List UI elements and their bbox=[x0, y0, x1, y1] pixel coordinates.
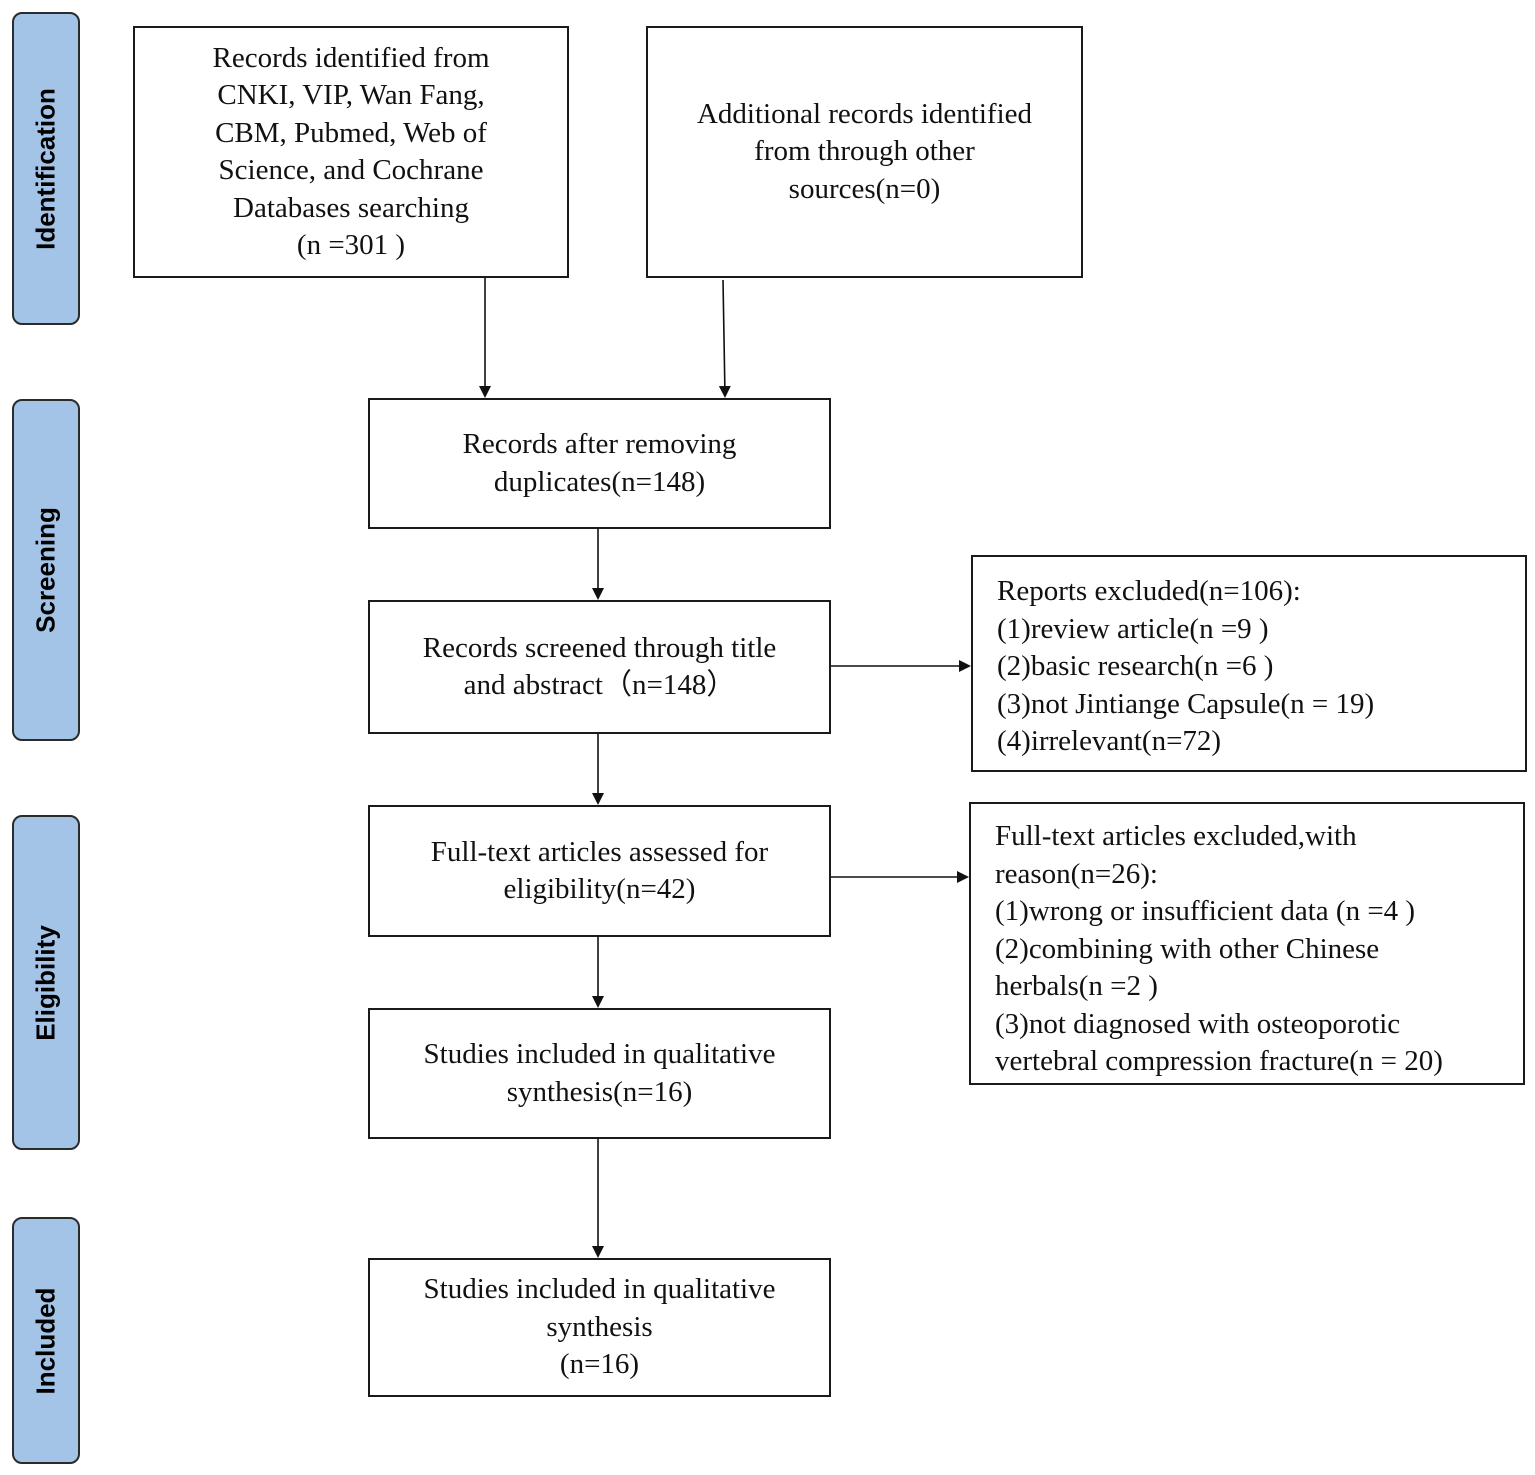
fulltext-assessed-line: eligibility(n=42) bbox=[503, 873, 696, 905]
studies-included-box: Studies included in qualitative synthesi… bbox=[368, 1258, 831, 1397]
studies-included-line: (n=16) bbox=[559, 1348, 640, 1381]
records-identified-line: Databases searching bbox=[233, 191, 469, 224]
reports-excluded-line: Reports excluded(n=106): bbox=[997, 575, 1301, 607]
fulltext-assessed-line: Full-text articles assessed for bbox=[430, 835, 769, 868]
fulltext-excluded-line: (3)not diagnosed with osteoporotic bbox=[995, 1007, 1401, 1040]
records-identified-line: CNKI, VIP, Wan Fang, bbox=[217, 79, 485, 111]
reports-excluded-line: (4)irrelevant(n=72) bbox=[997, 725, 1222, 757]
qualitative-synthesis-line: Studies included in qualitative bbox=[423, 1038, 776, 1070]
after-duplicates-line: duplicates(n=148) bbox=[493, 465, 706, 498]
records-identified-box: Records identified from CNKI, VIP, Wan F… bbox=[133, 26, 569, 278]
arrow-additional-to-dedup bbox=[718, 279, 731, 398]
after-duplicates-line: Records after removing bbox=[462, 428, 737, 460]
records-screened-line: Records screened through title bbox=[422, 631, 777, 664]
studies-included-line: synthesis bbox=[546, 1310, 653, 1343]
studies-included-line: Studies included in qualitative bbox=[423, 1273, 776, 1306]
stage-eligibility: Eligibility bbox=[12, 815, 80, 1150]
reports-excluded-box: Reports excluded(n=106): (1)review artic… bbox=[971, 555, 1527, 772]
records-identified-line: Records identified from bbox=[212, 41, 490, 74]
additional-records-line: from through other bbox=[754, 135, 975, 168]
qualitative-synthesis-box: Studies included in qualitative synthesi… bbox=[368, 1008, 831, 1139]
stage-identification: Identification bbox=[12, 12, 80, 325]
fulltext-excluded-line: (1)wrong or insufficient data (n =4 ) bbox=[995, 895, 1416, 927]
fulltext-excluded-line: reason(n=26): bbox=[995, 857, 1158, 890]
fulltext-assessed-box: Full-text articles assessed for eligibil… bbox=[368, 805, 831, 937]
additional-records-line: sources(n=0) bbox=[788, 172, 941, 205]
reports-excluded-line: (3)not Jintiange Capsule(n = 19) bbox=[997, 687, 1375, 720]
after-duplicates-box: Records after removing duplicates(n=148) bbox=[368, 398, 831, 529]
records-identified-line: Science, and Cochrane bbox=[218, 154, 484, 186]
reports-excluded-line: (2)basic research(n =6 ) bbox=[997, 650, 1274, 682]
qualitative-synthesis-line: synthesis(n=16) bbox=[506, 1075, 693, 1108]
fulltext-excluded-line: (2)combining with other Chinese bbox=[995, 932, 1380, 965]
records-screened-line: and abstract（n=148） bbox=[463, 669, 736, 701]
additional-records-box: Additional records identified from throu… bbox=[646, 26, 1083, 278]
reports-excluded-line: (1)review article(n =9 ) bbox=[997, 612, 1269, 645]
records-identified-line: (n =301 ) bbox=[296, 229, 406, 261]
records-screened-box: Records screened through title and abstr… bbox=[368, 600, 831, 734]
additional-records-line: Additional records identified bbox=[696, 97, 1032, 130]
stage-included: Included bbox=[12, 1217, 80, 1464]
records-identified-line: CBM, Pubmed, Web of bbox=[215, 116, 487, 149]
fulltext-excluded-line: herbals(n =2 ) bbox=[995, 970, 1158, 1002]
fulltext-excluded-line: vertebral compression fracture(n = 20) bbox=[995, 1045, 1443, 1077]
fulltext-excluded-line: Full-text articles excluded,with bbox=[995, 820, 1357, 852]
stage-screening: Screening bbox=[12, 399, 80, 741]
fulltext-excluded-box: Full-text articles excluded,with reason(… bbox=[969, 802, 1525, 1085]
